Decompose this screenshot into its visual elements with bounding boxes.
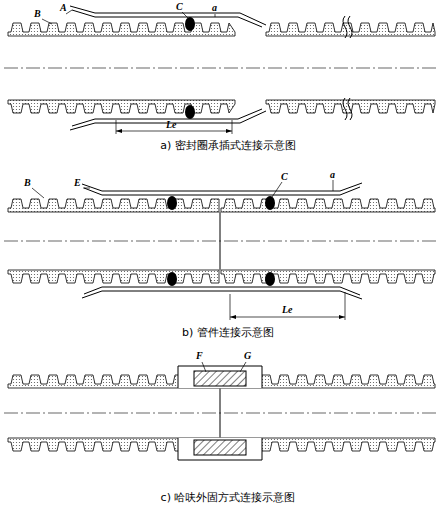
dimension-label: Le <box>282 305 293 315</box>
corrugated-wall <box>8 100 235 113</box>
dimension-letter: a <box>330 170 335 180</box>
corrugated-wall <box>8 270 219 283</box>
part-letter: C <box>176 2 183 12</box>
corrugated-wall <box>221 199 435 212</box>
dimension-label: Le <box>166 120 177 130</box>
part-letter: E <box>74 178 81 188</box>
caption: c) 哈呋外固方式连接示意图 <box>161 492 296 503</box>
part-letter: F <box>196 351 203 361</box>
caption: a) 密封圈承插式连接示意图 <box>160 140 296 151</box>
part-letter: A <box>60 3 67 13</box>
part-letter: B <box>34 9 41 19</box>
dimension-letter: a <box>212 3 217 13</box>
part-letter: C <box>281 172 288 182</box>
corrugated-wall <box>221 270 435 283</box>
corrugated-wall <box>8 199 219 212</box>
part-letter: B <box>24 178 31 188</box>
part-letter: G <box>244 351 251 361</box>
corrugated-wall <box>8 23 235 36</box>
corrugated-wall <box>266 23 435 36</box>
caption: b) 管件连接示意图 <box>182 327 274 338</box>
